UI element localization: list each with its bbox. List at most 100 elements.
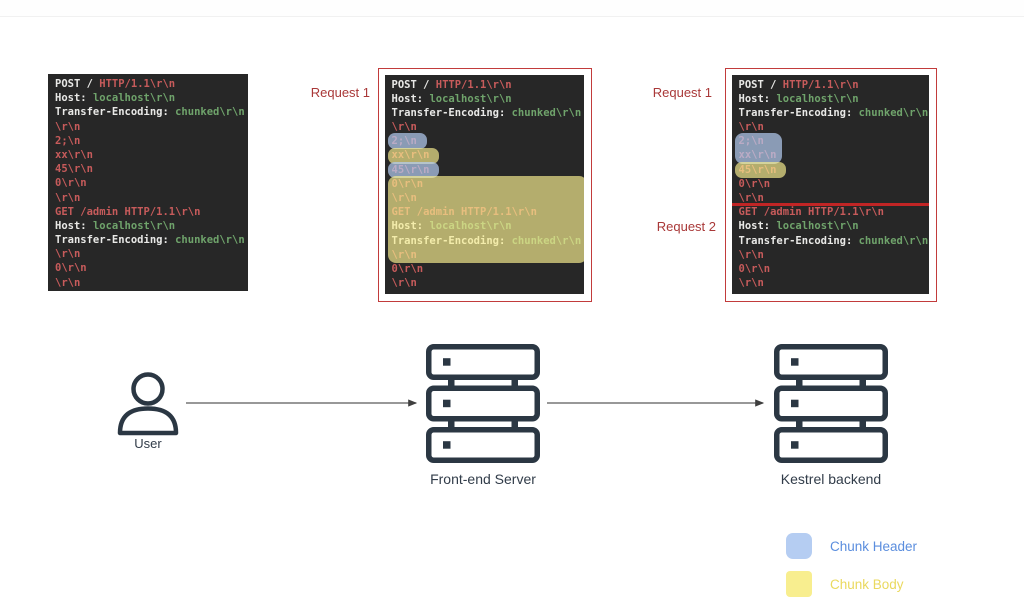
code-segment: Transfer-Encoding: [738, 106, 859, 119]
code-segment: chunked\r\n [511, 106, 582, 119]
terminal-line: \r\n [55, 191, 248, 205]
terminal-line: Host: localhost\r\n [392, 219, 584, 233]
chunk-body-label: Chunk Body [830, 576, 904, 592]
terminal-line: \r\n [392, 248, 584, 262]
code-segment: POST / [738, 78, 783, 91]
code-segment: Host: [738, 92, 777, 105]
code-segment: xx\r\n [391, 149, 430, 162]
terminal-line: xx\r\n [739, 148, 929, 162]
code-segment: \r\n [391, 248, 417, 261]
user-label: User [134, 436, 162, 451]
code-segment: Transfer-Encoding: [738, 234, 859, 247]
terminal-line: 2;\n [392, 134, 584, 148]
code-segment: localhost\r\n [429, 220, 512, 233]
terminal-line: \r\n [739, 248, 929, 262]
code-segment: localhost\r\n [776, 220, 859, 233]
code-segment: POST / [391, 78, 436, 91]
code-segment: \r\n [391, 121, 417, 134]
code-segment: chunked\r\n [858, 106, 929, 119]
request-divider-line [731, 203, 929, 206]
terminal-line: 2;\n [739, 134, 929, 148]
code-segment: Host: [55, 219, 93, 232]
code-segment: Host: [391, 220, 430, 233]
terminal-line: \r\n [392, 276, 584, 290]
chunk-body-swatch [786, 571, 812, 597]
code-segment: Host: [55, 92, 93, 105]
terminal-line: \r\n [55, 276, 248, 290]
code-segment: localhost\r\n [429, 92, 512, 105]
code-segment: HTTP/1.1\r\n [782, 78, 859, 91]
terminal-line: 0\r\n [392, 262, 584, 276]
chunk-header-label: Chunk Header [830, 538, 918, 554]
terminal-line: xx\r\n [392, 148, 584, 162]
code-segment: xx\r\n [738, 149, 777, 162]
terminal-line: Transfer-Encoding: chunked\r\n [55, 105, 248, 119]
code-segment: chunked\r\n [175, 234, 245, 247]
code-segment: \r\n [738, 248, 764, 261]
terminal-line: Host: localhost\r\n [392, 92, 584, 106]
terminal-line: Transfer-Encoding: chunked\r\n [392, 234, 584, 248]
terminal-line: Host: localhost\r\n [55, 91, 248, 105]
code-segment: 2;\n [391, 135, 417, 148]
code-segment: POST / [55, 78, 100, 90]
frontend-server-label: Front-end Server [430, 471, 536, 487]
legend-item-chunk-header: Chunk Header [786, 533, 917, 559]
code-segment: chunked\r\n [175, 106, 245, 119]
code-segment: localhost\r\n [776, 92, 859, 105]
code-segment: HTTP/1.1\r\n [435, 78, 512, 91]
code-segment: 2;\n [738, 135, 764, 148]
code-segment: \r\n [738, 192, 764, 204]
code-segment: 0\r\n [738, 177, 771, 190]
terminal-line: 0\r\n [55, 176, 248, 190]
terminal-line: 0\r\n [739, 262, 929, 276]
terminal-line: Transfer-Encoding: chunked\r\n [55, 233, 248, 247]
top-divider [0, 0, 1024, 17]
code-segment: 2;\n [55, 134, 81, 147]
terminal-line: 0\r\n [55, 261, 248, 275]
terminal-line: \r\n [739, 276, 929, 290]
terminal-line: Host: localhost\r\n [739, 219, 929, 233]
code-segment: Transfer-Encoding: [391, 234, 512, 247]
terminal-line: 45\r\n [55, 162, 248, 176]
code-segment: chunked\r\n [511, 234, 582, 247]
code-segment: 0\r\n [391, 262, 424, 275]
code-segment: Host: [391, 92, 430, 105]
terminal-line: POST / HTTP/1.1\r\n [739, 78, 929, 92]
backend-server-label: Kestrel backend [780, 471, 882, 487]
terminal-line: 0\r\n [392, 177, 584, 191]
code-segment: 45\r\n [55, 163, 93, 176]
code-segment: HTTP/1.1\r\n [99, 78, 176, 90]
code-segment: \r\n [55, 120, 81, 133]
terminal-line: POST / HTTP/1.1\r\n [55, 77, 248, 91]
frontend-server-icon [426, 344, 540, 463]
terminal-line: 2;\n [55, 134, 248, 148]
terminal-line: 45\r\n [392, 163, 584, 177]
code-segment: \r\n [55, 276, 81, 289]
chunk-header-swatch [786, 533, 812, 559]
code-segment: Transfer-Encoding: [55, 106, 176, 119]
code-segment: localhost\r\n [92, 92, 176, 105]
code-segment: \r\n [391, 277, 417, 290]
terminal-line: xx\r\n [55, 148, 248, 162]
code-segment: 0\r\n [738, 262, 771, 275]
terminal-line: GET /admin HTTP/1.1\r\n [739, 205, 929, 219]
terminal-line: \r\n [55, 247, 248, 261]
code-segment: 0\r\n [55, 262, 87, 275]
terminal-line: \r\n [739, 120, 929, 134]
code-segment: \r\n [55, 191, 81, 204]
code-segment: xx\r\n [55, 148, 93, 161]
terminal-line: \r\n [392, 120, 584, 134]
code-segment: 45\r\n [738, 163, 777, 176]
code-segment: GET /admin HTTP/1.1\r\n [738, 206, 884, 219]
code-segment: \r\n [738, 121, 764, 134]
terminal-line: Transfer-Encoding: chunked\r\n [739, 106, 929, 120]
request1-label-frontend: Request 1 [310, 85, 370, 100]
terminal-line: Host: localhost\r\n [739, 92, 929, 106]
request2-label-backend: Request 2 [656, 219, 716, 234]
code-segment: \r\n [391, 192, 417, 204]
code-segment: chunked\r\n [858, 234, 929, 247]
